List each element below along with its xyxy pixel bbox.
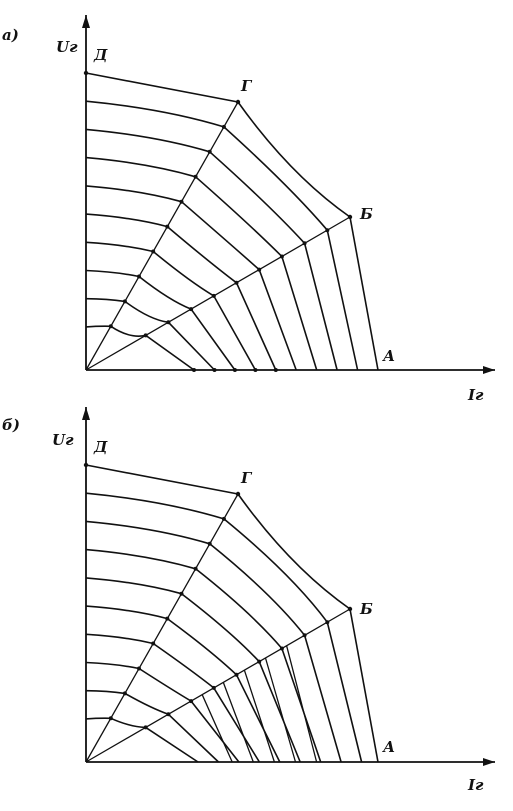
- panel-b-dot-ob: [211, 685, 216, 690]
- panel-b: б) Uг Iг Д Г Б А: [2, 407, 495, 794]
- panel-b-dot-og: [207, 541, 212, 546]
- panel-b-key-point: [347, 606, 353, 612]
- panel-a-key-point: [83, 70, 89, 76]
- panel-a-boundary-gb: [237, 101, 351, 218]
- panel-b-dot-ob: [166, 712, 171, 717]
- panel-a-dot-og: [207, 149, 212, 154]
- panel-a-label: а): [2, 26, 19, 44]
- panel-a-dot-og: [179, 199, 184, 204]
- panel-b-boundary-ba: [349, 608, 379, 763]
- panel-b-point-d-label: Д: [93, 438, 108, 456]
- panel-a-dot-ob: [302, 241, 307, 246]
- panel-b-x-axis-arrow: [483, 758, 495, 766]
- panel-a-dot-og: [165, 224, 170, 229]
- panel-a-x-axis-arrow: [483, 366, 495, 374]
- panel-b-characteristic-curve: [85, 633, 261, 763]
- panel-a-dot-axis: [253, 368, 258, 372]
- panel-a-dot-ob: [189, 307, 194, 312]
- panel-b-crossing-segment: [201, 694, 233, 763]
- panel-b-y-axis-arrow: [82, 407, 90, 420]
- panel-b-dot-ob: [189, 699, 194, 704]
- panel-a-characteristic-curve: [85, 213, 277, 371]
- panel-b-dot-og: [179, 591, 184, 596]
- panel-a-key-point: [347, 214, 353, 220]
- panel-a-dot-ob: [234, 280, 239, 285]
- panel-b-ray-og: [85, 493, 239, 763]
- panel-a-dot-ob: [325, 228, 330, 233]
- panel-b-key-point: [83, 462, 89, 468]
- panel-a-characteristic-curve: [85, 185, 297, 371]
- panel-a: а) Uг Iг Д Г Б А: [2, 15, 495, 404]
- panel-b-point-a-label: А: [382, 738, 395, 756]
- panel-a-ray-og: [85, 101, 239, 371]
- panel-b-boundary-dg: [85, 464, 239, 495]
- panel-a-point-a-label: А: [382, 347, 395, 365]
- panel-b-dot-ob: [302, 633, 307, 638]
- panel-b-crossing-segment: [264, 657, 297, 763]
- panel-b-point-b-label: Б: [359, 600, 373, 618]
- panel-b-dot-ob: [279, 646, 284, 651]
- panel-b-dot-og: [165, 616, 170, 621]
- panel-a-dot-og: [221, 124, 226, 129]
- panel-a-dot-ob: [257, 267, 262, 272]
- panel-a-point-b-label: Б: [359, 205, 373, 223]
- panel-b-dot-og: [193, 566, 198, 571]
- panel-b-dot-og: [108, 716, 113, 721]
- panel-b-y-axis-label: Uг: [52, 431, 74, 449]
- panel-a-characteristic-curve: [85, 241, 257, 371]
- panel-b-dot-og: [221, 516, 226, 521]
- panel-b-characteristic-curve: [85, 520, 342, 763]
- panel-a-boundary-dg: [85, 72, 239, 103]
- panel-a-dot-og: [151, 249, 156, 254]
- panel-b-dot-ob: [325, 620, 330, 625]
- panel-a-point-g-label: Г: [240, 77, 253, 95]
- panel-b-dot-og: [151, 641, 156, 646]
- panel-b-dot-ob: [143, 725, 148, 730]
- panel-b-crossing-segment: [222, 682, 254, 763]
- panel-a-dot-axis: [232, 368, 237, 372]
- panel-b-key-point: [235, 491, 241, 497]
- panel-b-dot-og: [122, 691, 127, 696]
- panel-b-characteristic-curve: [85, 717, 199, 763]
- panel-b-dot-og: [137, 666, 141, 671]
- panel-b-characteristic-curve: [85, 605, 281, 763]
- panel-a-dot-og: [108, 324, 113, 329]
- panel-a-key-point: [235, 99, 241, 105]
- panel-b-x-axis-label: Iг: [467, 776, 484, 794]
- panel-b-crossing-segment: [243, 669, 276, 763]
- panel-a-dot-og: [137, 274, 141, 279]
- panel-a-y-axis-arrow: [82, 15, 90, 28]
- panel-a-dot-og: [122, 299, 127, 304]
- panel-b-label: б): [2, 416, 20, 434]
- panel-a-dot-ob: [211, 293, 216, 298]
- panel-a-dot-ob: [279, 254, 284, 259]
- panel-a-dot-ob: [143, 333, 148, 338]
- panel-a-dot-axis: [212, 368, 217, 372]
- panel-a-boundary-ba: [349, 216, 379, 371]
- panel-a-dot-axis: [192, 368, 196, 372]
- panel-b-point-g-label: Г: [240, 469, 253, 487]
- panel-a-dot-og: [193, 174, 198, 179]
- panel-a-x-axis-label: Iг: [467, 386, 484, 404]
- panel-b-crossing-segment: [285, 645, 318, 763]
- panel-a-dot-axis: [273, 368, 278, 372]
- panel-b-boundary-gb: [237, 493, 351, 610]
- panel-b-characteristic-curve: [85, 577, 301, 763]
- panel-a-point-d-label: Д: [93, 46, 108, 64]
- panel-b-dot-ob: [234, 672, 239, 677]
- panel-b-dot-ob: [257, 659, 262, 664]
- panel-a-dot-ob: [166, 320, 171, 325]
- panel-a-y-axis-label: Uг: [56, 38, 78, 56]
